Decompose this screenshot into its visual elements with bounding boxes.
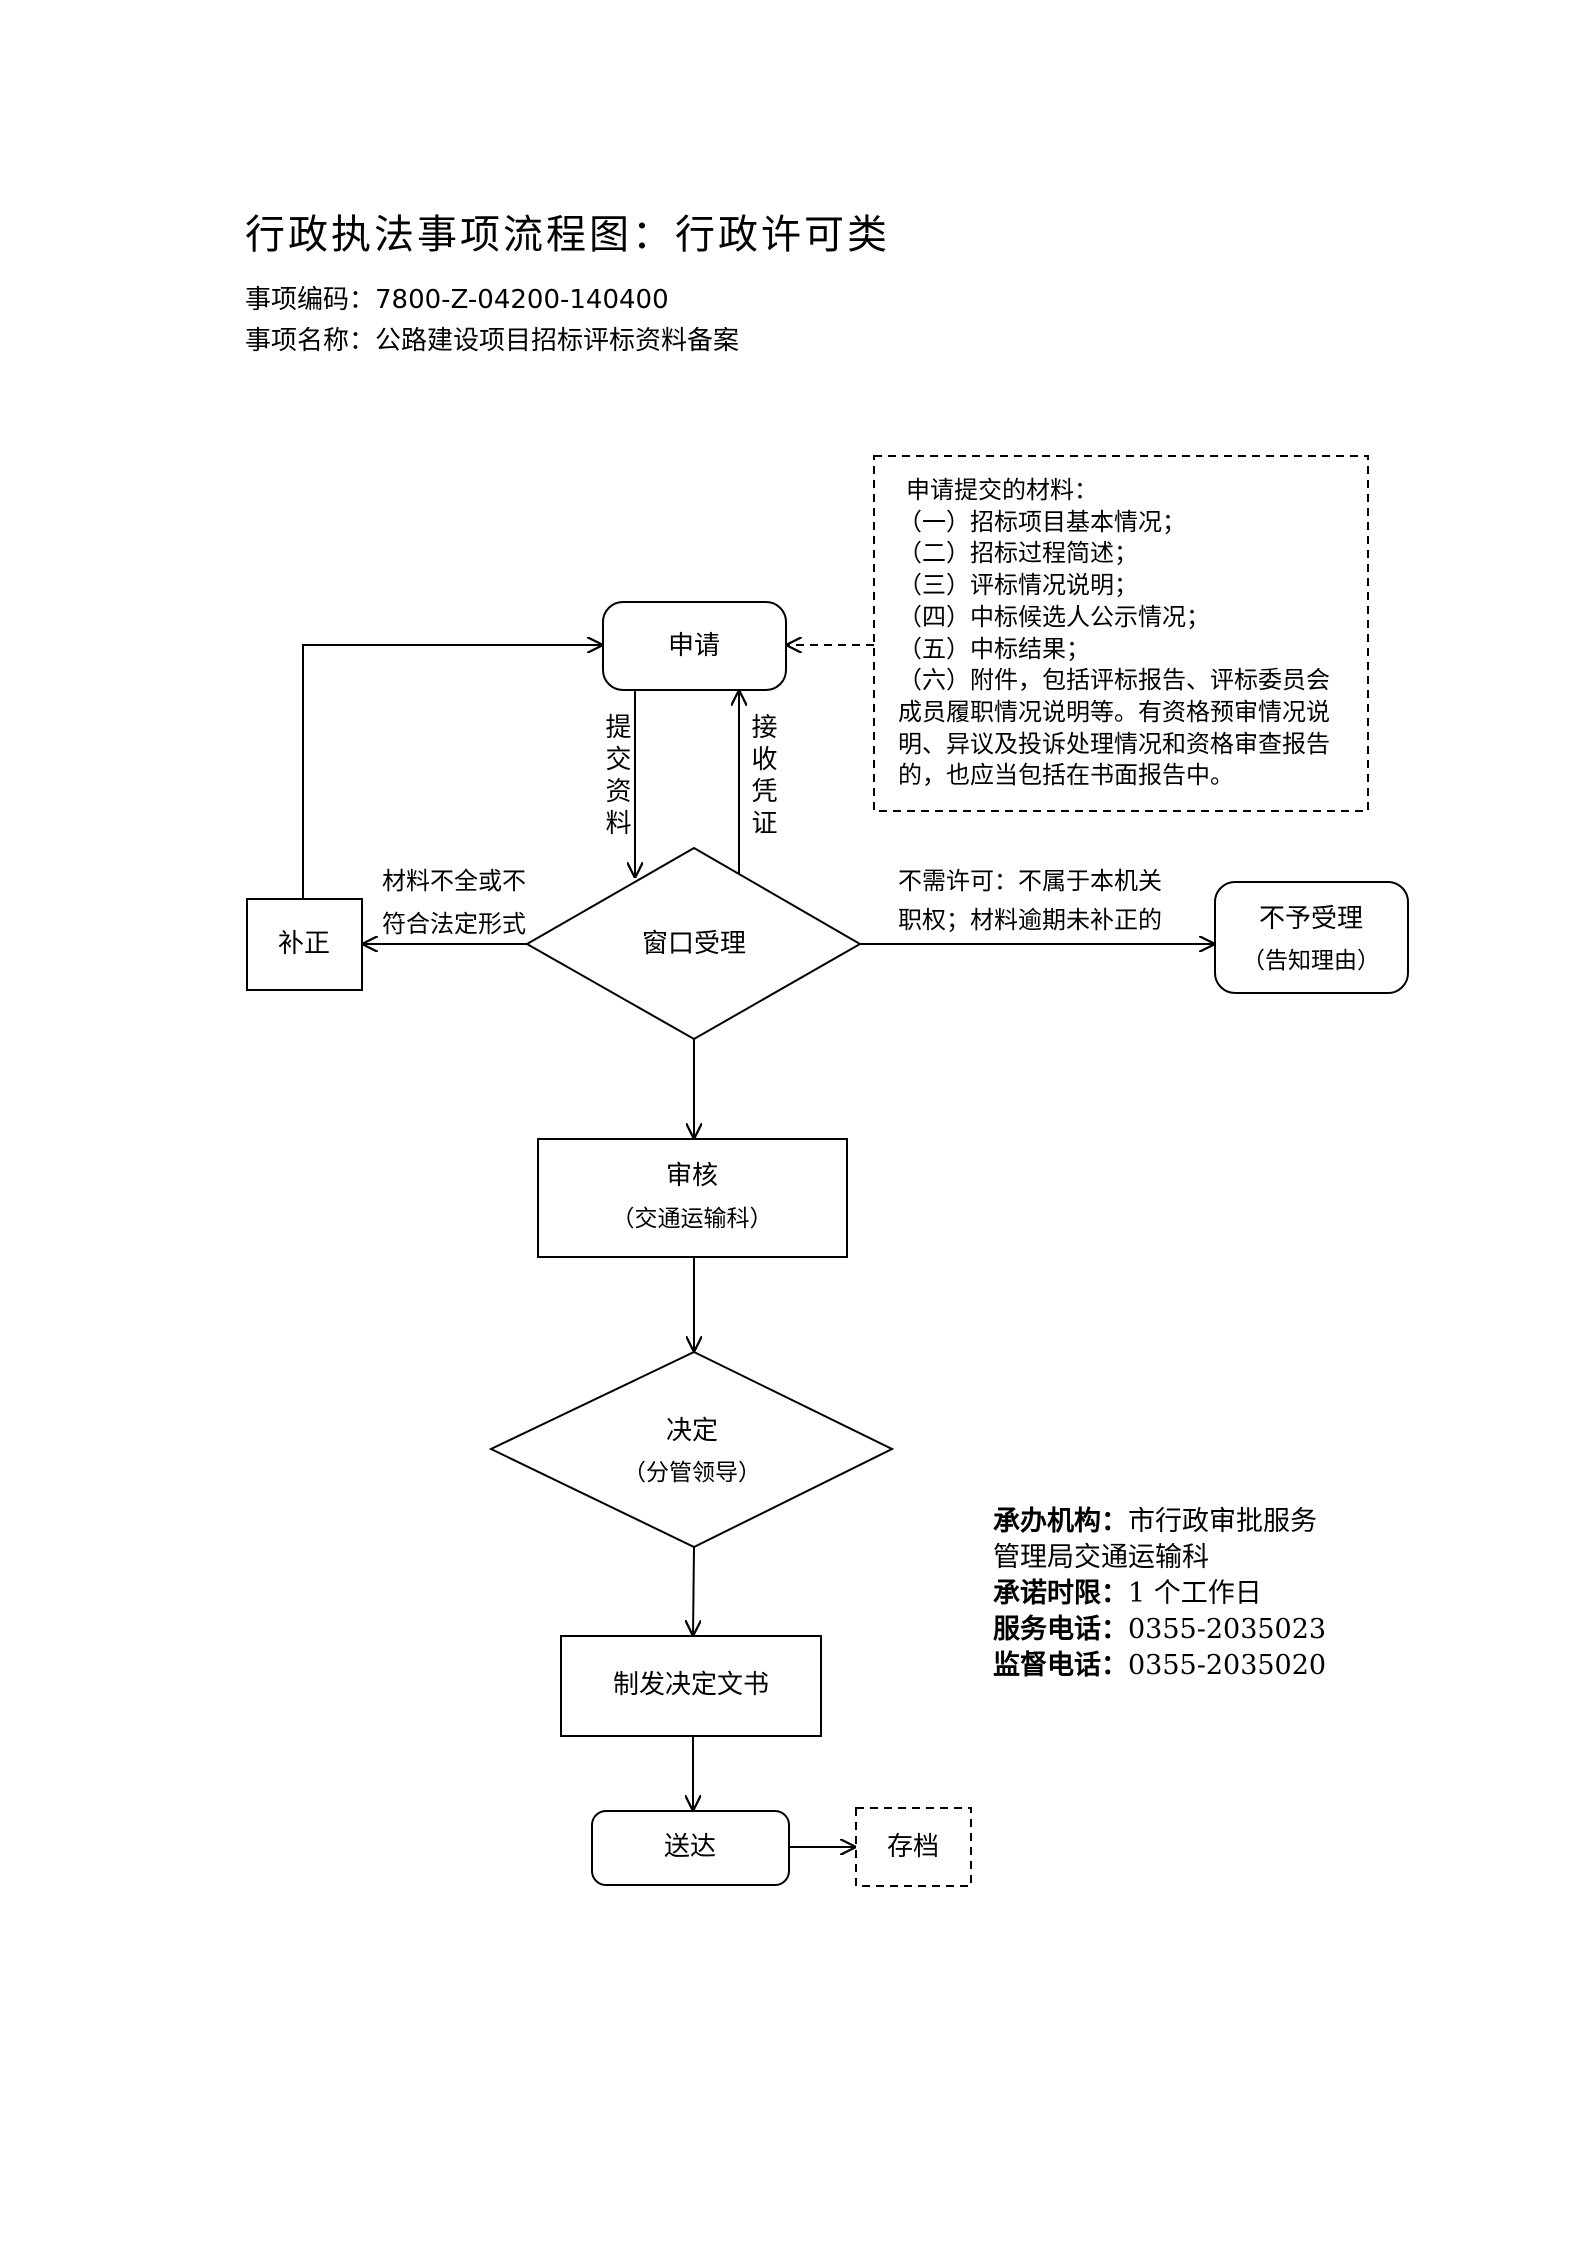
rejection-condition-label: 不需许可：不属于本机关职权；材料逾期未补正的 bbox=[898, 867, 1162, 934]
org-label: 承办机构： bbox=[993, 1506, 1128, 1537]
page-title: 行政执法事项流程图：行政许可类 bbox=[245, 212, 890, 258]
to-issue-document-arrow bbox=[693, 1546, 694, 1636]
decision-by: （分管领导） bbox=[623, 1460, 761, 1486]
decision-label: 决定 bbox=[665, 1416, 719, 1446]
window-acceptance-label: 窗口受理 bbox=[641, 929, 747, 959]
review-box bbox=[537, 1138, 848, 1258]
materials-item: （五）中标结果； bbox=[898, 634, 1090, 663]
deadline-value: 1 个工作日 bbox=[1128, 1578, 1262, 1609]
deliver-label: 送达 bbox=[663, 1832, 717, 1862]
correction-to-apply-arrow bbox=[302, 645, 603, 899]
org-value: 市行政审批服务管理局交通运输科 bbox=[993, 1506, 1317, 1573]
supervise-phone-label: 监督电话： bbox=[993, 1650, 1128, 1681]
review-dept: （交通运输科） bbox=[611, 1206, 773, 1232]
materials-item: （二）招标过程简述； bbox=[898, 539, 1138, 568]
service-info: 承办机构：市行政审批服务管理局交通运输科 承诺时限：1 个工作日 服务电话：03… bbox=[993, 1504, 1328, 1684]
org-line: 承办机构：市行政审批服务管理局交通运输科 bbox=[993, 1504, 1328, 1576]
item-name-label: 事项名称： bbox=[245, 326, 376, 356]
deadline-line: 承诺时限：1 个工作日 bbox=[993, 1576, 1328, 1612]
item-code-label: 事项编码： bbox=[245, 285, 376, 315]
service-phone-line: 服务电话：0355-2035023 bbox=[993, 1612, 1328, 1648]
item-name-line: 事项名称：公路建设项目招标评标资料备案 bbox=[245, 323, 739, 359]
item-code-line: 事项编码：7800-Z-04200-140400 bbox=[245, 282, 669, 318]
deadline-label: 承诺时限： bbox=[993, 1578, 1128, 1609]
archive-box bbox=[855, 1807, 972, 1887]
reject-note: （告知理由） bbox=[1242, 948, 1380, 974]
materials-box bbox=[873, 455, 1369, 812]
decision-diamond bbox=[488, 1350, 895, 1549]
materials-heading: 申请提交的材料： bbox=[906, 476, 1098, 504]
review-label: 审核 bbox=[665, 1161, 719, 1191]
supervise-phone-value: 0355-2035020 bbox=[1128, 1650, 1327, 1681]
receive-receipt-label: 接收凭证 bbox=[747, 713, 777, 841]
materials-item: （四）中标候选人公示情况； bbox=[898, 602, 1210, 631]
issue-document-label: 制发决定文书 bbox=[612, 1670, 770, 1700]
materials-list: 申请提交的材料： （一）招标项目基本情况； （二）招标过程简述； （三）评标情况… bbox=[898, 475, 1338, 792]
item-code-value: 7800-Z-04200-140400 bbox=[375, 285, 669, 315]
archive-label: 存档 bbox=[886, 1832, 940, 1862]
item-name-value: 公路建设项目招标评标资料备案 bbox=[375, 326, 740, 356]
materials-item: （一）招标项目基本情况； bbox=[898, 507, 1186, 536]
supervise-phone-line: 监督电话：0355-2035020 bbox=[993, 1648, 1328, 1684]
materials-item: （三）评标情况说明； bbox=[898, 571, 1138, 600]
materials-item: （六）附件，包括评标报告、评标委员会成员履职情况说明等。有资格预审情况说明、异议… bbox=[898, 666, 1330, 790]
reject-label: 不予受理 bbox=[1258, 904, 1364, 934]
apply-label: 申请 bbox=[667, 631, 721, 661]
submit-materials-label: 提交资料 bbox=[601, 713, 631, 841]
service-phone-value: 0355-2035023 bbox=[1128, 1614, 1327, 1645]
correction-label: 补正 bbox=[277, 929, 331, 959]
incomplete-condition-label: 材料不全或不符合法定形式 bbox=[382, 867, 526, 938]
reject-box bbox=[1214, 881, 1409, 994]
service-phone-label: 服务电话： bbox=[993, 1614, 1128, 1645]
